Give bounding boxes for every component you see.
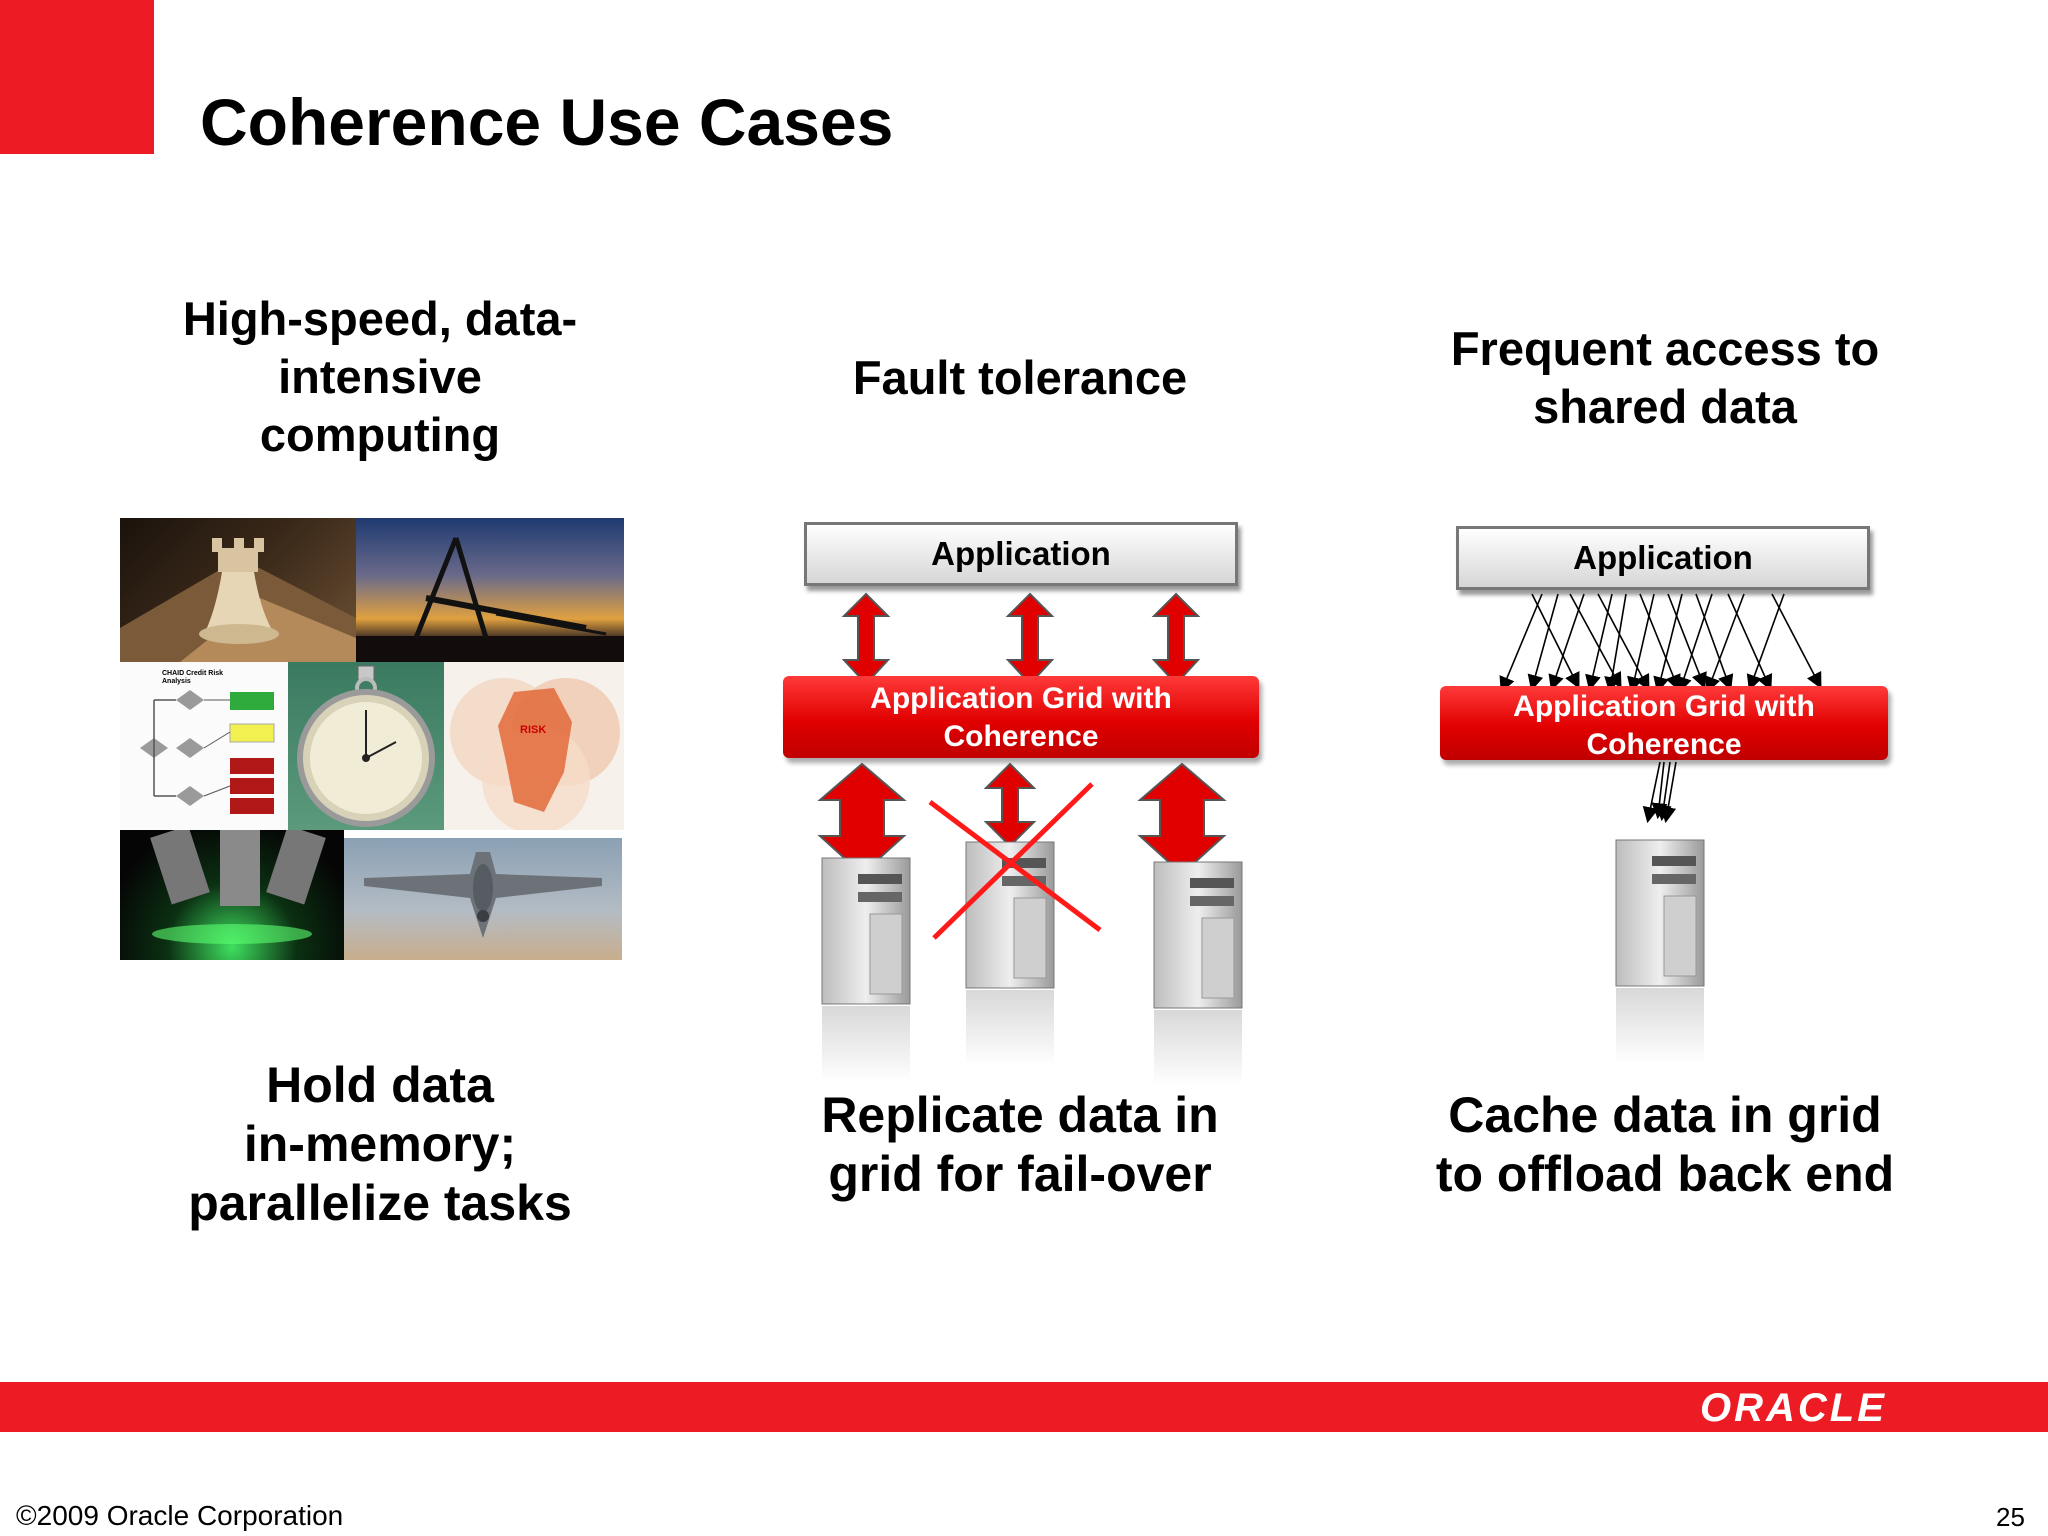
server-icon bbox=[1153, 861, 1243, 1086]
microscope-image bbox=[150, 830, 326, 944]
backend-server-icon bbox=[1615, 839, 1705, 1064]
application-grid-box: Application Grid with Coherence bbox=[1440, 686, 1888, 761]
use-case-image-collage: CHAID Credit Risk Analysis bbox=[120, 518, 624, 960]
risk-map-image bbox=[450, 678, 620, 830]
many-access-arrows bbox=[1499, 593, 1822, 694]
flowchart-title: CHAID Credit Risk Analysis bbox=[162, 670, 224, 685]
chess-piece-image bbox=[120, 538, 356, 662]
page-number: 25 bbox=[1996, 1502, 2025, 1532]
application-box: Application bbox=[1456, 526, 1870, 590]
collage-tile bbox=[288, 662, 444, 830]
collage-tile bbox=[120, 518, 356, 662]
caption-cache-data: Cache data in grid to offload back end bbox=[1435, 1087, 1895, 1202]
stopwatch-image bbox=[297, 665, 435, 827]
failed-node-cross-icon bbox=[928, 782, 1102, 940]
server-icon bbox=[965, 841, 1055, 1066]
heading-frequent-access: Frequent access to shared data bbox=[1450, 322, 1880, 433]
risk-label: RISK bbox=[520, 724, 547, 736]
collage-tile bbox=[356, 518, 624, 662]
backend-access-arrows bbox=[1642, 761, 1677, 824]
oracle-logo: ORACLE bbox=[1700, 1386, 1887, 1430]
collage-tile bbox=[120, 830, 344, 960]
flowchart-image bbox=[140, 690, 275, 814]
slide-title: Coherence Use Cases bbox=[200, 85, 894, 159]
fighter-jet-image bbox=[364, 852, 602, 938]
copyright-text: ©2009 Oracle Corporation bbox=[16, 1500, 344, 1531]
footer-bar bbox=[0, 1382, 2048, 1432]
server-icon bbox=[821, 857, 911, 1082]
caption-replicate-data: Replicate data in grid for fail-over bbox=[821, 1087, 1219, 1202]
oil-rig-image bbox=[356, 537, 624, 662]
application-grid-box: Application Grid with Coherence bbox=[783, 676, 1259, 758]
heading-high-speed-computing: High-speed, data- intensive computing bbox=[182, 292, 578, 461]
collage-tile bbox=[344, 838, 622, 960]
caption-hold-data-in-memory: Hold data in-memory; parallelize tasks bbox=[188, 1057, 572, 1231]
title-accent-square bbox=[0, 0, 154, 154]
application-grid-arrows bbox=[841, 592, 1201, 686]
grid-server-arrows bbox=[817, 762, 1227, 876]
collage-tile: RISK bbox=[444, 662, 624, 830]
collage-tile: CHAID Credit Risk Analysis bbox=[120, 662, 288, 830]
heading-fault-tolerance: Fault tolerance bbox=[852, 351, 1188, 404]
application-box: Application bbox=[804, 522, 1238, 586]
